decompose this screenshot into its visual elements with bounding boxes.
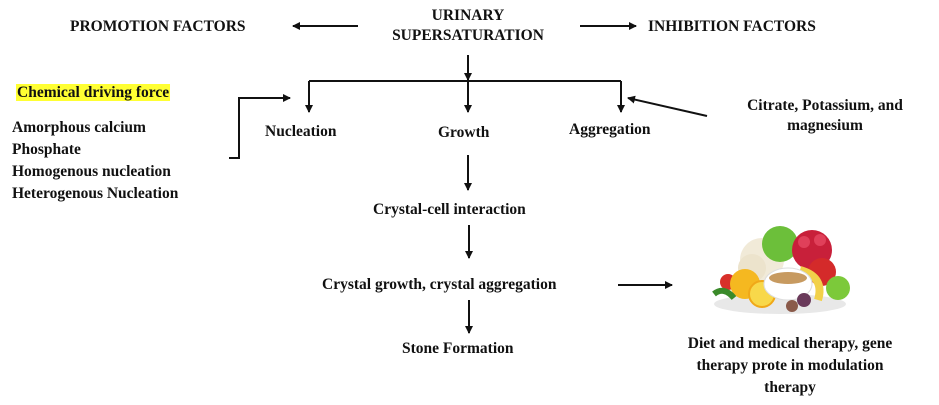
inhibitors-line2: magnesium xyxy=(787,117,863,134)
promoter-list: Amorphous calcium Phosphate Homogenous n… xyxy=(12,117,178,205)
chemical-driving-force-label: Chemical driving force xyxy=(16,83,171,103)
therapy-line2: therapy prote in modulation xyxy=(696,357,884,374)
highlight-chemical-driving-force: Chemical driving force xyxy=(16,84,171,101)
therapy-node: Diet and medical therapy, gene therapy p… xyxy=(660,333,920,399)
promoter-item: Phosphate xyxy=(12,141,81,158)
growth-node: Growth xyxy=(438,124,490,141)
urinary-supersaturation-node: URINARY SUPERSATURATION xyxy=(368,6,568,46)
stone-formation-node: Stone Formation xyxy=(402,340,514,357)
urinary-supersaturation-line1: URINARY xyxy=(431,7,505,24)
inhibitors-line1: Citrate, Potassium, and xyxy=(747,97,903,114)
aggregation-node: Aggregation xyxy=(569,121,651,138)
nucleation-node: Nucleation xyxy=(265,123,337,140)
therapy-line3: therapy xyxy=(764,379,816,396)
inhibition-factors-label: INHIBITION FACTORS xyxy=(648,18,816,35)
promoter-item: Heterogenous Nucleation xyxy=(12,185,179,202)
inhibitors-node: Citrate, Potassium, and magnesium xyxy=(715,96,935,136)
promoter-item: Homogenous nucleation xyxy=(12,163,171,180)
crystal-growth-aggregation-node: Crystal growth, crystal aggregation xyxy=(322,276,557,293)
food-fruits-vegetables-image xyxy=(712,226,850,314)
arrow-inhibitors-to-aggregation xyxy=(627,95,708,117)
urinary-supersaturation-line2: SUPERSATURATION xyxy=(392,27,544,44)
promotion-factors-label: PROMOTION FACTORS xyxy=(70,18,246,35)
therapy-line1: Diet and medical therapy, gene xyxy=(687,335,893,352)
crystal-cell-interaction-node: Crystal-cell interaction xyxy=(373,201,526,218)
promoter-item: Amorphous calcium xyxy=(12,119,146,136)
arrow-promoters-to-nucleation xyxy=(229,94,291,159)
